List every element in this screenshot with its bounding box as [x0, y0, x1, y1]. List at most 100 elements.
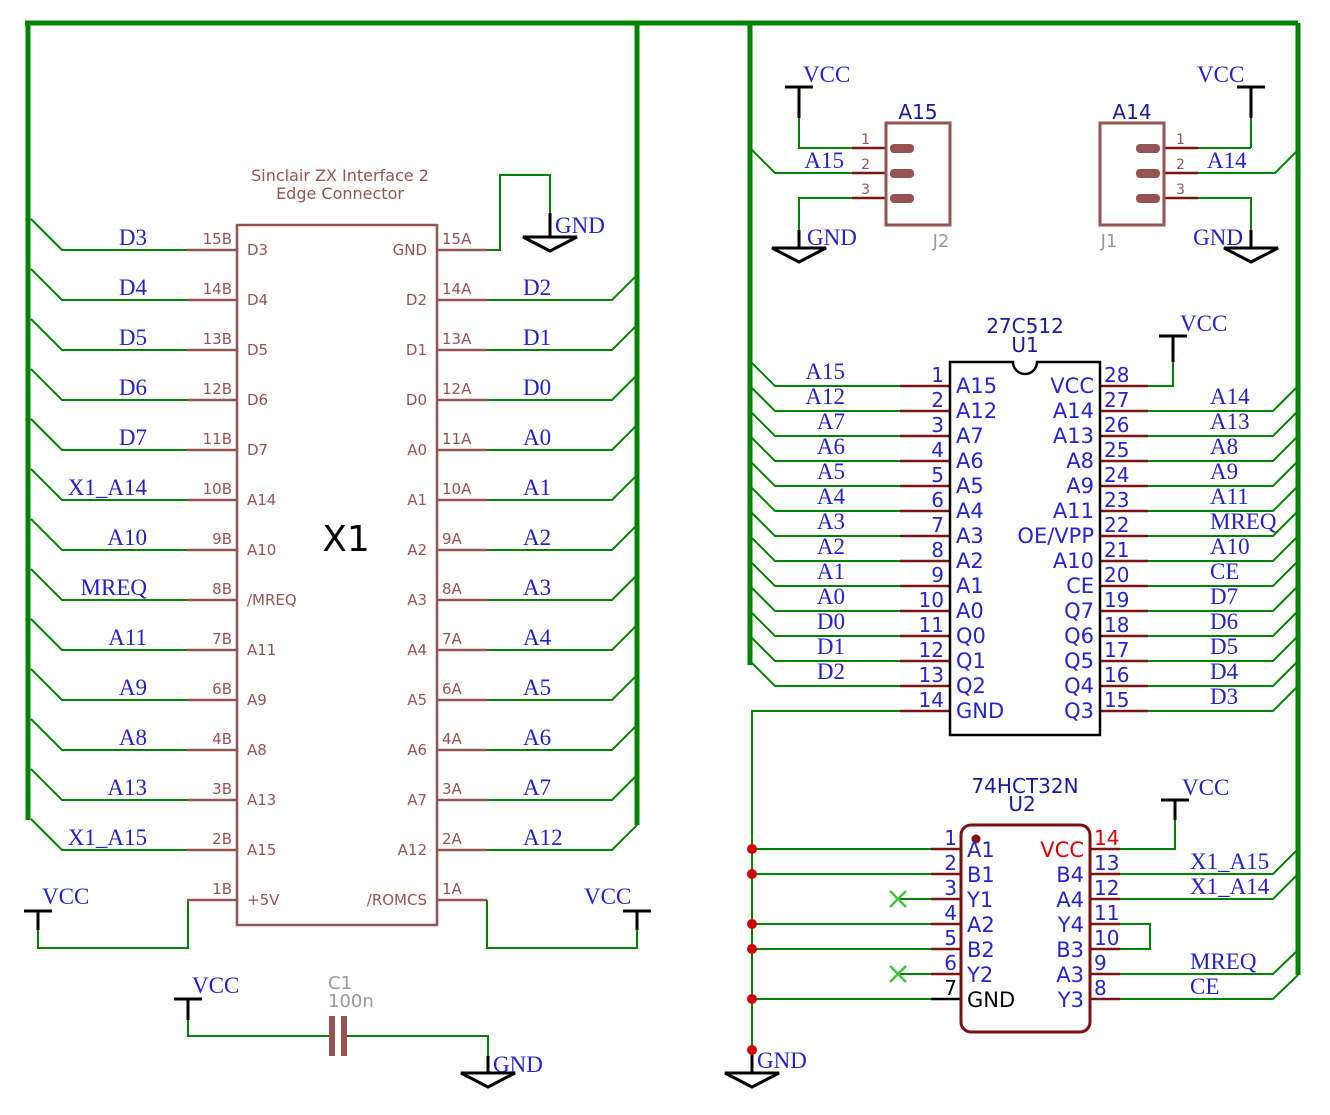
net-label[interactable]: A13 — [1210, 409, 1250, 434]
net-label[interactable]: X1_A15 — [1190, 849, 1269, 874]
net-label[interactable]: MREQ — [1210, 509, 1277, 534]
net-label[interactable]: A6 — [817, 434, 845, 459]
u2-wires[interactable] — [752, 820, 1299, 1000]
vcc-label-j1[interactable]: VCC — [1197, 62, 1244, 87]
net-label[interactable]: A8 — [119, 725, 147, 750]
x1-body[interactable] — [235, 223, 439, 927]
net-label[interactable]: A3 — [817, 509, 845, 534]
net-label[interactable]: A8 — [1210, 434, 1238, 459]
gnd-symbol-15a[interactable] — [522, 235, 578, 253]
net-label[interactable]: D7 — [119, 425, 147, 450]
net-label[interactable]: D1 — [817, 634, 845, 659]
net-label[interactable]: A4 — [523, 625, 552, 650]
c1-wires[interactable] — [187, 1020, 489, 1056]
gnd-label-j1[interactable]: GND — [1193, 225, 1243, 250]
j1-body[interactable] — [1098, 121, 1166, 227]
net-label[interactable]: A2 — [523, 525, 551, 550]
bus-wires[interactable] — [25, 20, 1301, 975]
pin-number: 13A — [442, 330, 472, 348]
net-label[interactable]: CE — [1190, 974, 1219, 999]
u1-body[interactable] — [948, 360, 1102, 737]
gnd-symbol-j1[interactable] — [1223, 246, 1279, 264]
vcc-label-x1-1a[interactable]: VCC — [584, 884, 631, 909]
gnd-label-15a[interactable]: GND — [555, 213, 605, 238]
gnd-symbol-c1[interactable] — [460, 1071, 516, 1089]
gnd-symbol-u2[interactable] — [724, 1071, 780, 1089]
net-label[interactable]: D1 — [523, 325, 551, 350]
net-label[interactable]: A5 — [817, 459, 845, 484]
net-label[interactable]: D5 — [119, 325, 147, 350]
j1-wires[interactable] — [1198, 118, 1299, 230]
net-label[interactable]: D4 — [1210, 659, 1239, 684]
c1-capacitor[interactable]: C1 100n — [328, 973, 374, 1056]
power-net-labels[interactable]: VCC VCC VCC VCC VCC VCC VCC GND GND GND … — [42, 62, 1244, 1077]
net-label[interactable]: A6 — [523, 725, 551, 750]
net-label[interactable]: A3 — [523, 575, 551, 600]
net-label[interactable]: A1 — [817, 559, 845, 584]
vcc-label-x1-1b[interactable]: VCC — [42, 884, 89, 909]
net-label[interactable]: X1_A14 — [1190, 874, 1270, 899]
net-label[interactable]: A10 — [107, 525, 147, 550]
net-label[interactable]: A2 — [817, 534, 845, 559]
pin-number: 10B — [203, 480, 232, 498]
vcc-label-u2[interactable]: VCC — [1182, 775, 1229, 800]
net-label[interactable]: A11 — [1210, 484, 1249, 509]
j2-net-label[interactable]: A15 — [804, 148, 844, 173]
net-label[interactable]: MREQ — [81, 575, 148, 600]
net-label[interactable]: A14 — [1210, 384, 1250, 409]
net-label[interactable]: D0 — [523, 375, 551, 400]
net-label[interactable]: A5 — [523, 675, 551, 700]
net-label[interactable]: A12 — [805, 384, 845, 409]
u2-body[interactable] — [959, 823, 1092, 1034]
net-label[interactable]: D2 — [523, 275, 551, 300]
u1-left-wires[interactable] — [751, 362, 900, 1050]
j2-jumper[interactable]: A15 J2 1 2 3 A15 — [804, 100, 952, 252]
net-label[interactable]: D7 — [1210, 584, 1238, 609]
x1-right-wires[interactable] — [486, 174, 638, 949]
net-label[interactable]: D5 — [1210, 634, 1238, 659]
power-symbol-graphics[interactable] — [24, 85, 1279, 1089]
bus-line[interactable] — [25, 20, 1301, 975]
net-label[interactable]: D4 — [119, 275, 148, 300]
j2-wires[interactable] — [751, 118, 852, 230]
net-label[interactable]: D3 — [119, 225, 147, 250]
net-label[interactable]: X1_A15 — [68, 825, 147, 850]
gnd-label-u2[interactable]: GND — [757, 1048, 807, 1073]
net-label[interactable]: A13 — [107, 775, 147, 800]
net-label[interactable]: A1 — [523, 475, 551, 500]
net-wires[interactable] — [30, 118, 1299, 1056]
net-label[interactable]: A12 — [523, 825, 563, 850]
net-label[interactable]: A0 — [817, 584, 845, 609]
u1-right-wires[interactable] — [1148, 362, 1299, 712]
x1-connector[interactable]: Sinclair ZX Interface 2 Edge Connector X… — [68, 166, 563, 927]
j1-jumper[interactable]: A14 J1 1 2 3 A14 — [1098, 100, 1247, 252]
gnd-label-c1[interactable]: GND — [493, 1052, 543, 1077]
gnd-symbol-j2[interactable] — [771, 246, 827, 264]
net-label[interactable]: X1_A14 — [68, 475, 148, 500]
vcc-label-u1[interactable]: VCC — [1180, 311, 1227, 336]
net-label[interactable]: A0 — [523, 425, 551, 450]
net-label[interactable]: D6 — [119, 375, 147, 400]
net-label[interactable]: A7 — [817, 409, 845, 434]
x1-left-wires[interactable] — [30, 218, 189, 949]
net-label[interactable]: D3 — [1210, 684, 1238, 709]
net-label[interactable]: D0 — [817, 609, 845, 634]
junction-dot — [747, 944, 757, 954]
net-label[interactable]: A7 — [523, 775, 551, 800]
net-label[interactable]: A9 — [1210, 459, 1238, 484]
net-label[interactable]: A4 — [817, 484, 846, 509]
net-label[interactable]: A9 — [119, 675, 147, 700]
net-label[interactable]: A10 — [1210, 534, 1250, 559]
vcc-label-j2[interactable]: VCC — [803, 62, 850, 87]
net-label[interactable]: A15 — [805, 359, 845, 384]
net-label[interactable]: MREQ — [1190, 949, 1257, 974]
j1-net-label[interactable]: A14 — [1207, 148, 1247, 173]
net-label[interactable]: D6 — [1210, 609, 1238, 634]
net-label[interactable]: A11 — [108, 625, 147, 650]
net-label[interactable]: D2 — [817, 659, 845, 684]
vcc-label-c1[interactable]: VCC — [192, 973, 239, 998]
net-label[interactable]: CE — [1210, 559, 1239, 584]
gnd-label-j2[interactable]: GND — [807, 225, 857, 250]
